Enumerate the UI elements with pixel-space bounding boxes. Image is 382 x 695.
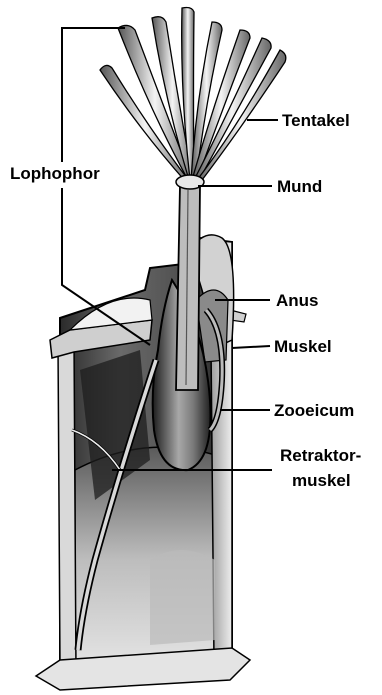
label-retraktor-line2: muskel	[292, 471, 351, 491]
label-lophophor: Lophophor	[10, 164, 100, 184]
lophophore-tentacles	[100, 8, 286, 190]
label-mund: Mund	[277, 177, 322, 197]
label-retraktor-line1: Retraktor-	[280, 446, 361, 466]
pharynx	[176, 185, 200, 390]
label-anus: Anus	[276, 291, 319, 311]
label-zooeicum: Zooeicum	[274, 401, 354, 421]
label-muskel: Muskel	[274, 337, 332, 357]
label-tentakel: Tentakel	[282, 111, 350, 131]
leader-lophophor-top	[62, 28, 125, 162]
leader-muskel	[232, 346, 270, 348]
